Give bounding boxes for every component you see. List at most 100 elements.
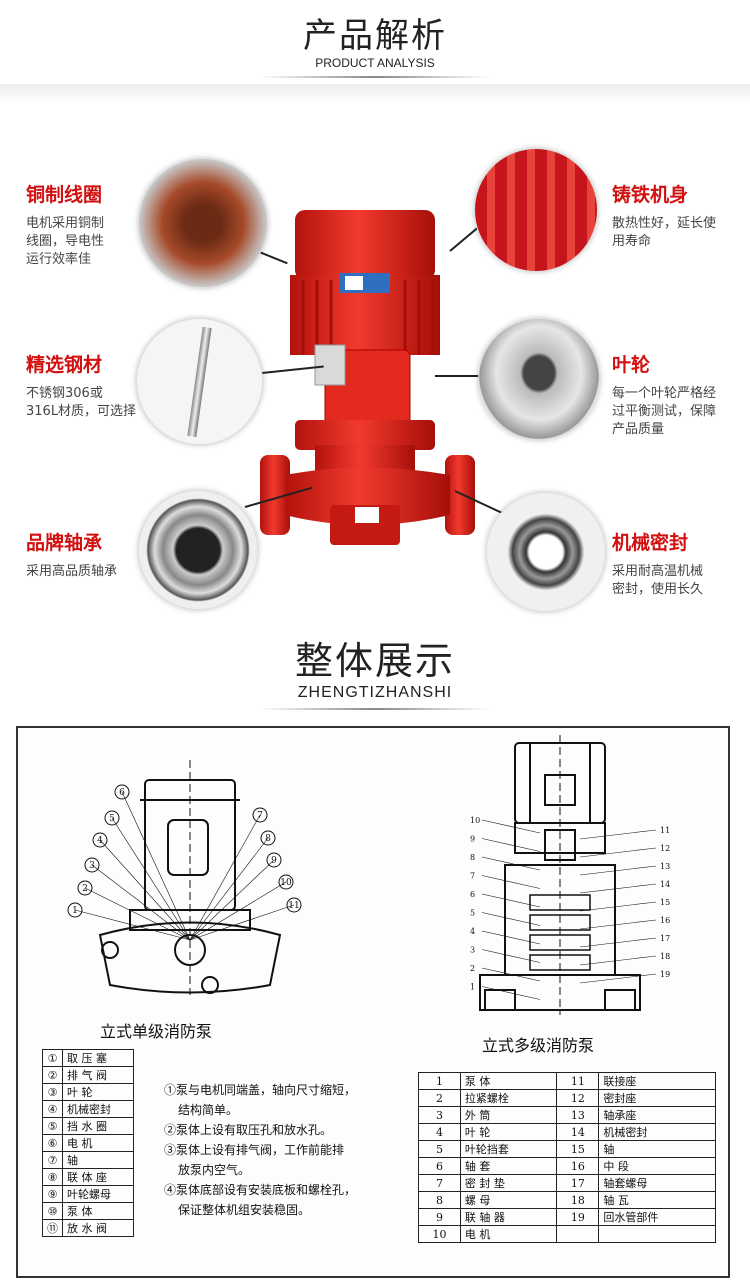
part-number: 10 xyxy=(418,1225,461,1243)
callout-number: 9 xyxy=(470,835,475,844)
part-name xyxy=(598,1225,716,1243)
part-number: 17 xyxy=(556,1174,600,1192)
desc-line: 用寿命 xyxy=(612,234,652,249)
part-number: 11 xyxy=(556,1072,600,1090)
part-name: 叶 轮 xyxy=(459,1123,558,1141)
callout-number: 7 xyxy=(470,872,475,881)
callout-number: 18 xyxy=(660,952,670,961)
leader-line xyxy=(189,814,261,941)
part-number: ⑩ xyxy=(42,1202,63,1220)
callout-number: 9 xyxy=(271,856,277,866)
part-name: 叶轮挡套 xyxy=(459,1140,558,1158)
callout-circle xyxy=(114,784,130,800)
leader-line xyxy=(189,881,287,941)
part-number: 8 xyxy=(418,1191,461,1209)
note-line: ④泵体底部设有安装底板和螺栓孔， xyxy=(164,1183,357,1197)
callout-number: 2 xyxy=(82,884,88,894)
callout-number: 7 xyxy=(257,811,263,821)
part-number: 7 xyxy=(418,1174,461,1192)
leader-line xyxy=(579,865,657,876)
callout-number: 17 xyxy=(660,934,670,943)
part-number: 3 xyxy=(418,1106,461,1124)
callout-number: 6 xyxy=(119,788,125,798)
callout-number: 5 xyxy=(109,814,115,824)
part-number: ② xyxy=(42,1066,63,1084)
leader-line xyxy=(74,909,191,941)
note-line: ③泵体上设有排气阀，工作前能排 xyxy=(164,1143,345,1157)
callout-number: 5 xyxy=(470,909,475,918)
leader-line xyxy=(579,937,657,948)
part-number: 4 xyxy=(418,1123,461,1141)
part-name: 泵 体 xyxy=(459,1072,558,1090)
part-number: 9 xyxy=(418,1208,461,1226)
feature-impeller: 叶轮 每一个叶轮严格经 过平衡测试，保障 产品质量 xyxy=(612,350,747,439)
callout-number: 15 xyxy=(660,898,670,907)
part-number: 12 xyxy=(556,1089,600,1107)
feature-title: 铜制线圈 xyxy=(26,184,103,206)
part-name: 挡 水 圈 xyxy=(62,1117,134,1135)
feature-copper-coil: 铜制线圈 电机采用铜制 线圈，导电性 运行效率佳 xyxy=(26,180,138,269)
part-name: 联接座 xyxy=(598,1072,716,1090)
part-number: ⑦ xyxy=(42,1151,63,1169)
title-divider xyxy=(260,708,490,710)
copper-coil-icon xyxy=(138,158,268,288)
feature-desc: 电机采用铜制 线圈，导电性 运行效率佳 xyxy=(26,215,138,269)
note-line: 放泵内空气。 xyxy=(178,1163,251,1177)
part-name: 回水管部件 xyxy=(598,1208,716,1226)
cast-iron-body-icon xyxy=(474,148,598,272)
part-name: 轴套螺母 xyxy=(598,1174,716,1192)
desc-line: 线圈，导电性 xyxy=(26,234,105,249)
leader-line xyxy=(481,967,541,982)
note-line: 结构简单。 xyxy=(178,1103,239,1117)
steel-shaft-icon xyxy=(136,318,263,445)
part-name: 联 体 座 xyxy=(62,1168,134,1186)
desc-line: 不锈钢306或 xyxy=(26,386,103,401)
part-number: 19 xyxy=(556,1208,600,1226)
leader-line xyxy=(579,919,657,930)
impeller-icon xyxy=(478,318,600,440)
desc-line: 产品质量 xyxy=(612,422,665,437)
pump-notes: ①泵与电机同端盖，轴向尺寸缩短， 结构简单。 ②泵体上设有取压孔和放水孔。 ③泵… xyxy=(164,1080,409,1220)
part-name: 电 机 xyxy=(459,1225,558,1243)
part-number: ③ xyxy=(42,1083,63,1101)
arrow-line xyxy=(435,375,483,377)
part-name: 叶 轮 xyxy=(62,1083,134,1101)
leader-line xyxy=(579,829,657,840)
leader-line xyxy=(121,791,191,941)
feature-seal: 机械密封 采用耐高温机械 密封，使用长久 xyxy=(612,528,742,599)
feature-title: 铸铁机身 xyxy=(612,184,689,206)
callout-number: 11 xyxy=(288,901,299,911)
part-name: 拉紧螺栓 xyxy=(459,1089,558,1107)
note-line: ②泵体上设有取压孔和放水孔。 xyxy=(164,1123,333,1137)
callout-number: 3 xyxy=(89,861,95,871)
header-shadow xyxy=(0,84,750,104)
desc-line: 316L材质，可选择 xyxy=(26,404,137,419)
note-line: 保证整体机组安装稳固。 xyxy=(178,1203,311,1217)
part-name: 叶轮螺母 xyxy=(62,1185,134,1203)
part-number: 18 xyxy=(556,1191,600,1209)
leader-line xyxy=(579,973,657,984)
desc-line: 密封，使用长久 xyxy=(612,582,704,597)
part-number: 15 xyxy=(556,1140,600,1158)
callout-circle xyxy=(67,902,83,918)
feature-title: 精选钢材 xyxy=(26,354,103,376)
part-name: 取 压 塞 xyxy=(62,1049,134,1067)
part-number: ① xyxy=(42,1049,63,1067)
part-name: 轴 xyxy=(598,1140,716,1158)
feature-desc: 每一个叶轮严格经 过平衡测试，保障 产品质量 xyxy=(612,385,747,439)
